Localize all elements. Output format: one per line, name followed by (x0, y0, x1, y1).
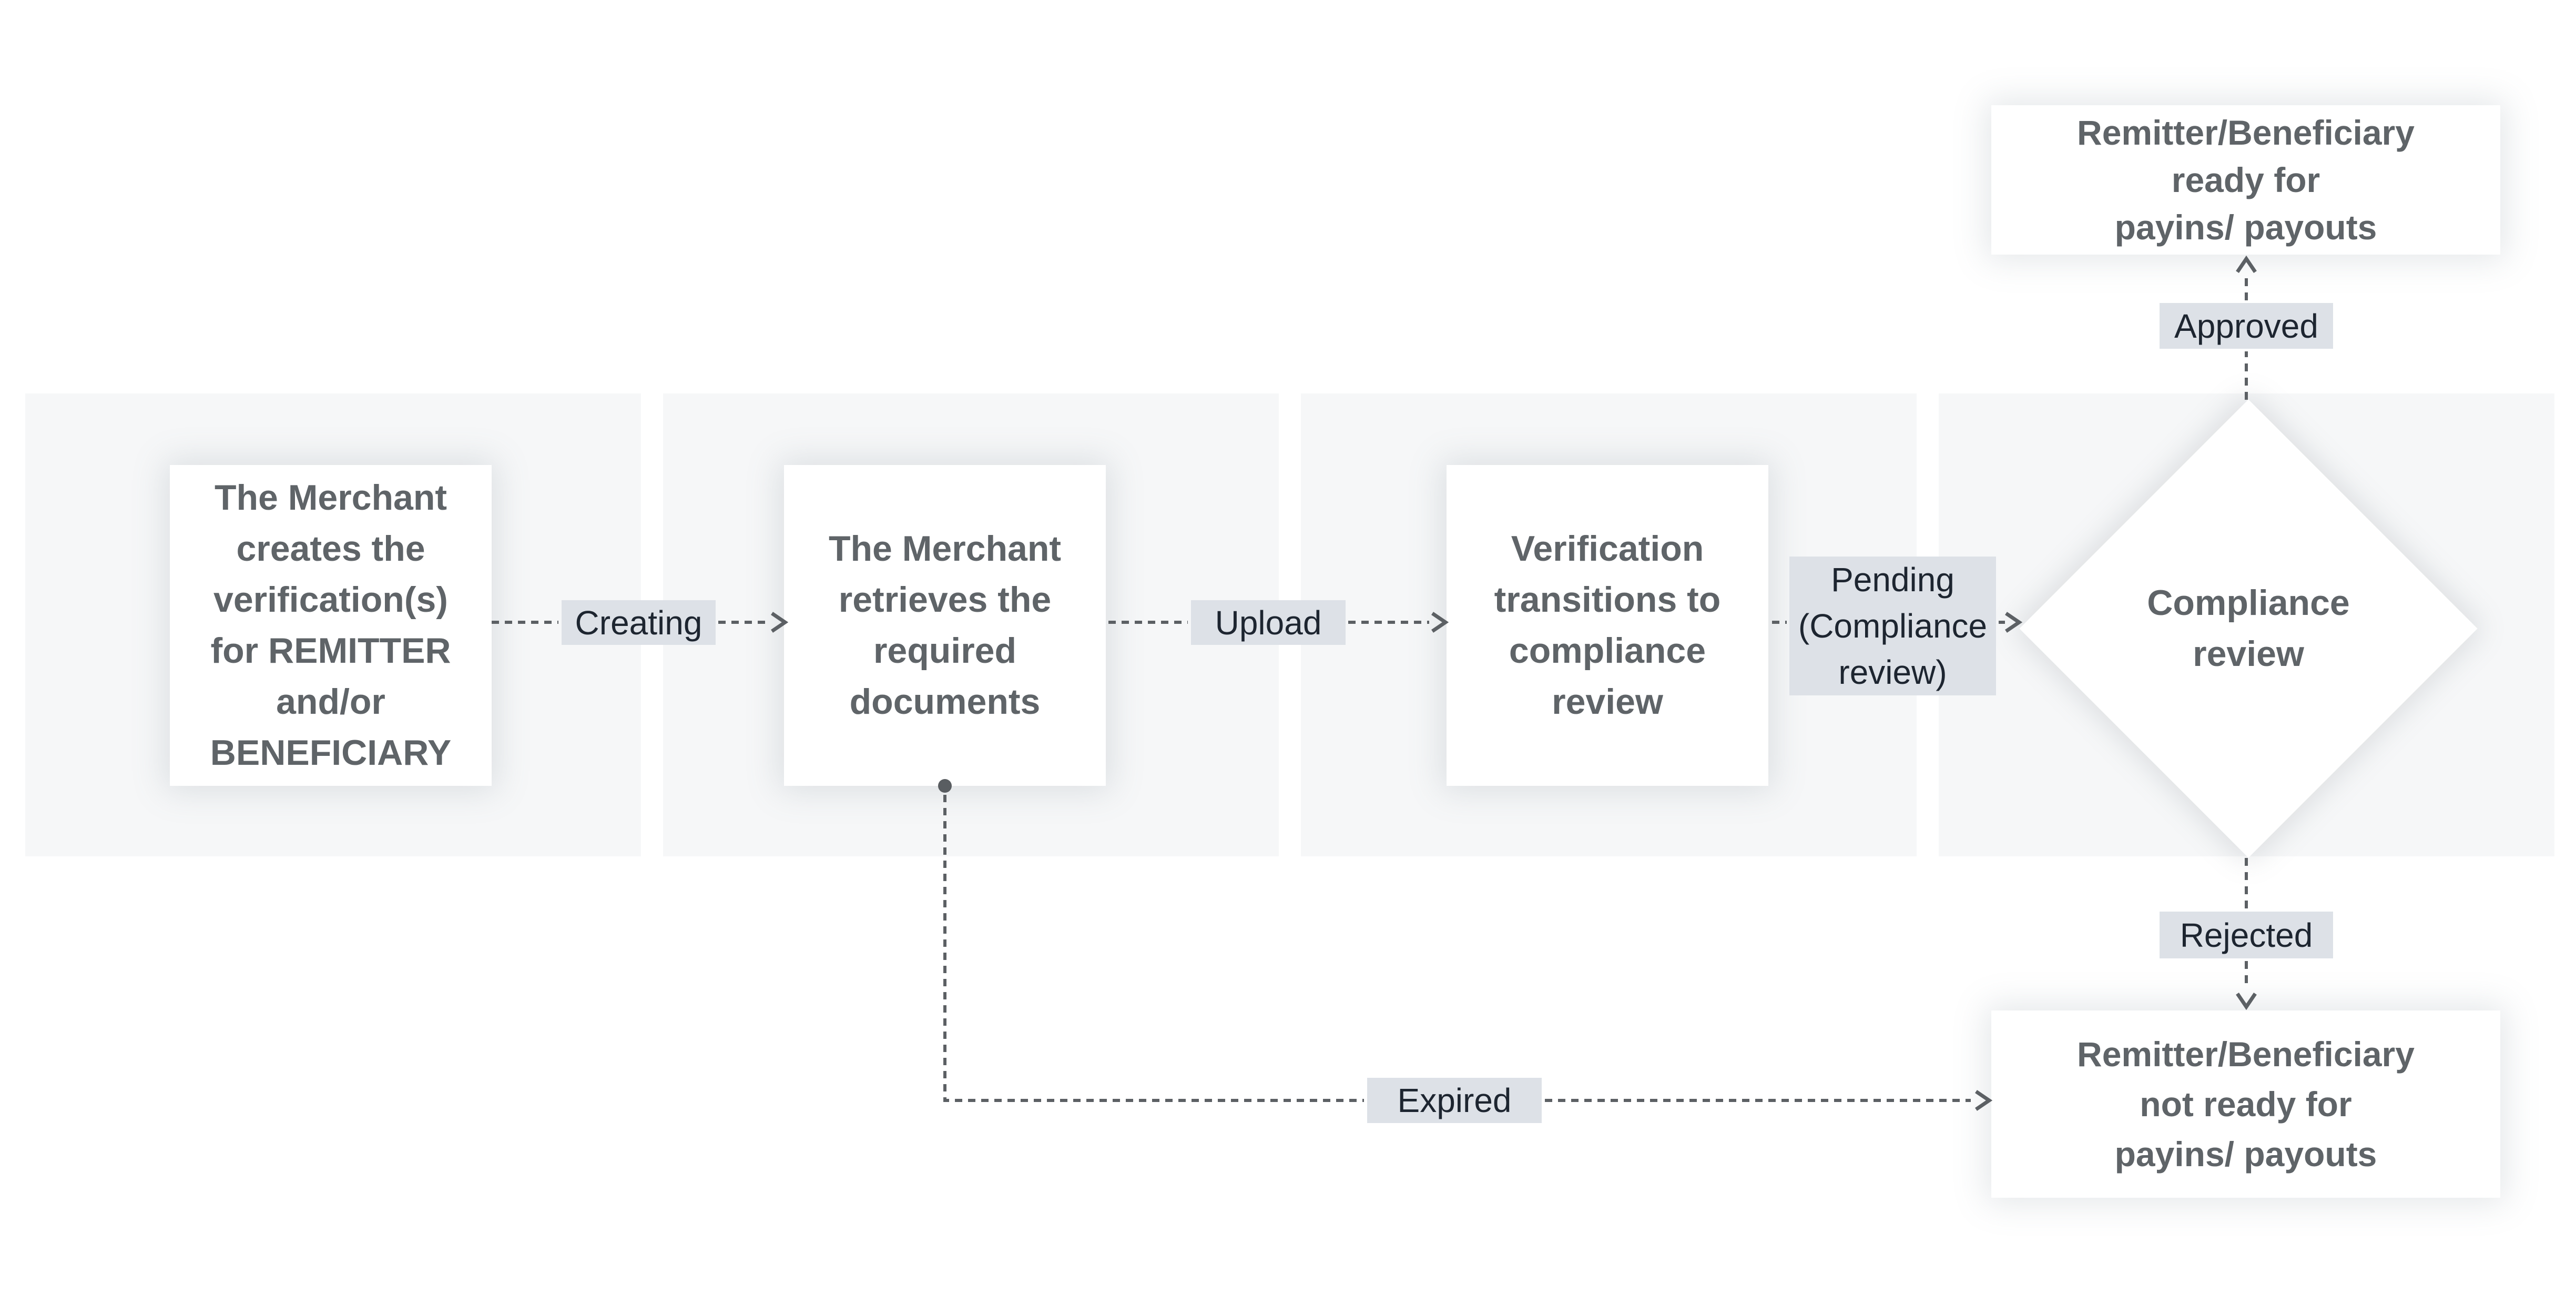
node-ready-for-payins-payouts: Remitter/Beneficiary ready for payins/ p… (1991, 105, 2500, 255)
node-retrieve-documents: The Merchant retrieves the required docu… (784, 465, 1106, 786)
node-not-ready-for-payins-payouts: Remitter/Beneficiary not ready for payin… (1991, 1010, 2500, 1198)
upload-arrowhead-icon (1431, 612, 1449, 633)
approved-arrowhead-icon (2236, 255, 2257, 273)
rejected-arrowhead-icon (2236, 993, 2257, 1010)
edge-label-rejected: Rejected (2160, 912, 2333, 958)
expired-connector-line (943, 795, 1364, 1102)
edge-label-expired: Expired (1367, 1078, 1542, 1123)
edge-label-pending-compliance-review: Pending (Compliance review) (1789, 557, 1996, 695)
edge-label-approved: Approved (2160, 303, 2333, 349)
expired-arrowhead-icon (1975, 1090, 1993, 1111)
pending-arrowhead-icon (2005, 612, 2023, 633)
node-create-verification: The Merchant creates the verification(s)… (170, 465, 492, 786)
edge-label-upload: Upload (1191, 600, 1346, 645)
connector-origin-dot (938, 779, 952, 793)
creating-arrowhead-icon (771, 612, 789, 633)
node-compliance-review-label: Compliance review (2147, 583, 2350, 674)
edge-label-creating: Creating (562, 600, 716, 645)
node-compliance-transition: Verification transitions to compliance r… (1447, 465, 1768, 786)
